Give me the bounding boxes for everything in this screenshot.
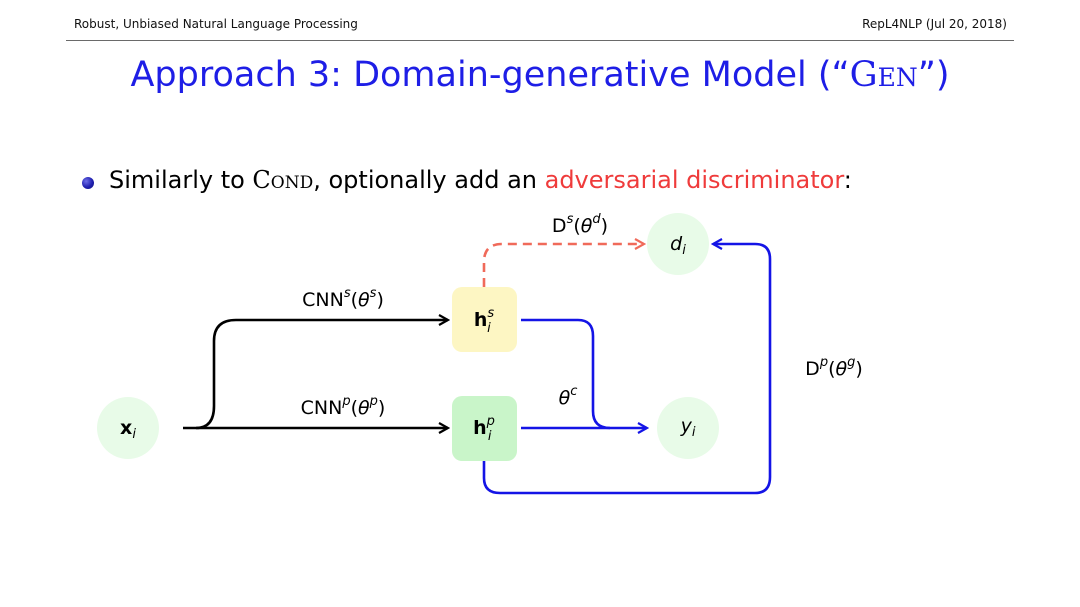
cnn-p-param: θ [358,397,370,419]
edge-cnn-s [195,320,448,430]
bullet-suffix: : [843,166,852,194]
theta-c-param: θ [559,387,571,409]
node-d-base: d [670,233,683,255]
cnn-s-name-sup: s [344,286,351,301]
node-d-label: di [670,233,686,258]
d-p-name-sup: p [819,355,828,370]
slide-title: Approach 3: Domain-generative Model (“Ge… [0,55,1080,95]
edge-cnn-s-label: CNNs(θs) [302,286,384,311]
cnn-s-name: CNN [302,289,344,311]
bullet-highlight: adversarial discriminator [544,166,844,194]
theta-c-param-sup: c [570,384,577,399]
node-hp-sup: p [486,414,495,429]
cnn-s-param-sup: s [370,286,377,301]
d-p-name: D [805,358,820,380]
node-y-label: yi [680,415,696,440]
title-model-name: Gen [849,55,918,95]
title-prefix: Approach 3: Domain-generative Model (“ [130,55,850,95]
header-right: RepL4NLP (Jul 20, 2018) [862,17,1007,31]
d-p-param-sup: g [847,355,855,370]
bullet-text: Similarly to Cond, optionally add an adv… [109,166,852,194]
node-d-sub: i [682,243,686,258]
d-s-name-sup: s [567,212,574,227]
d-s-param: θ [581,215,593,237]
bullet-middle: , optionally add an [313,166,545,194]
bullet-model-name: Cond [252,166,314,194]
title-suffix: ”) [917,55,950,95]
d-s-param-sup: d [592,212,601,227]
bullet-prefix: Similarly to [109,166,253,194]
node-hs-sup: s [487,306,494,321]
node-y-base: y [680,415,693,437]
edge-d-p-label: Dp(θg) [805,355,863,380]
cnn-p-name: CNN [301,397,343,419]
edge-hs-to-y [521,318,611,430]
header-rule [66,40,1014,41]
node-x [97,397,159,459]
edge-d-s-label: Ds(θd) [552,212,608,237]
node-hs-sub: i [487,321,491,336]
node-hs [452,287,517,352]
node-y-sub: i [692,425,696,440]
node-hs-base: h [474,309,488,331]
node-y [657,397,719,459]
cnn-p-name-sup: p [341,394,350,409]
edge-d-s [482,244,644,287]
d-p-param: θ [836,358,848,380]
edge-d-p [482,244,772,495]
node-hp-base: h [473,417,487,439]
header-left: Robust, Unbiased Natural Language Proces… [74,17,358,31]
edge-cnn-p-label: CNNp(θp) [301,394,386,419]
node-x-label: xi [120,417,136,442]
cnn-p-param-sup: p [369,394,378,409]
node-hp-sub: i [488,429,492,444]
node-x-base: x [120,417,132,439]
node-hp [452,396,517,461]
node-d [647,213,709,275]
d-s-name: D [552,215,567,237]
node-x-sub: i [132,427,136,442]
bullet-icon [82,177,94,189]
edge-theta-c-label: θc [559,384,578,409]
cnn-s-param: θ [358,289,370,311]
